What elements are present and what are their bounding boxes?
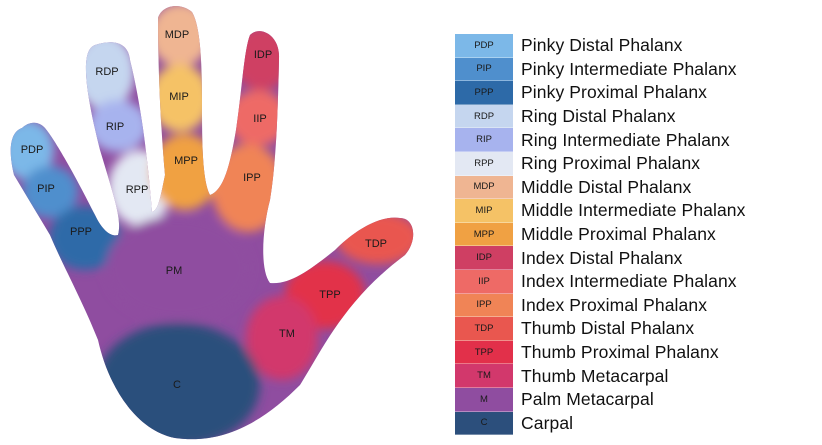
middle-intermediate-region (150, 64, 210, 132)
label-ring-intermediate: RIP (106, 121, 124, 133)
legend-label-palm-metacarpal: Palm Metacarpal (521, 389, 654, 410)
legend-swatch-pinky-proximal: PPP (455, 81, 513, 105)
label-ring-proximal: RPP (126, 184, 149, 196)
ring-intermediate-region (88, 100, 148, 152)
thumb-metacarpal-region (246, 296, 318, 380)
label-middle-distal: MDP (165, 29, 189, 41)
legend-item-index-distal: IDP Index Distal Phalanx (455, 246, 746, 270)
index-intermediate-region (228, 90, 288, 146)
legend-item-middle-proximal: MPP Middle Proximal Phalanx (455, 222, 746, 247)
legend-label-ring-distal: Ring Distal Phalanx (521, 106, 676, 127)
legend-swatch-thumb-proximal: TPP (455, 340, 513, 365)
legend-item-index-proximal: IPP Index Proximal Phalanx (455, 293, 746, 318)
legend-label-index-proximal: Index Proximal Phalanx (521, 294, 708, 315)
legend-item-thumb-distal: TDP Thumb Distal Phalanx (455, 317, 746, 341)
label-thumb-proximal: TPP (319, 289, 340, 301)
legend-item-index-intermediate: IIP Index Intermediate Phalanx (455, 269, 746, 294)
pinky-intermediate-region (22, 166, 78, 218)
hand-diagram: PDP PIP PPP RDP RIP RPP MDP MIP MPP IDP … (10, 6, 414, 440)
label-middle-intermediate: MIP (169, 91, 189, 103)
label-thumb-metacarpal: TM (279, 328, 295, 340)
legend-label-index-distal: Index Distal Phalanx (521, 247, 683, 268)
legend-item-palm-metacarpal: M Palm Metacarpal (455, 387, 746, 412)
legend-label-thumb-proximal: Thumb Proximal Phalanx (521, 342, 719, 363)
legend-swatch-carpal: C (455, 411, 513, 436)
legend-label-middle-proximal: Middle Proximal Phalanx (521, 224, 716, 245)
legend-swatch-thumb-metacarpal: TM (455, 364, 513, 388)
legend-label-middle-distal: Middle Distal Phalanx (521, 176, 692, 197)
legend-item-thumb-metacarpal: TM Thumb Metacarpal (455, 364, 746, 388)
label-middle-proximal: MPP (174, 155, 198, 167)
pinky-distal-region (10, 120, 54, 180)
legend-item-middle-intermediate: MIP Middle Intermediate Phalanx (455, 199, 746, 223)
legend-item-middle-distal: MDP Middle Distal Phalanx (455, 175, 746, 200)
legend-swatch-middle-proximal: MPP (455, 222, 513, 247)
legend-item-carpal: C Carpal (455, 411, 746, 436)
legend-item-pinky-intermediate: PIP Pinky Intermediate Phalanx (455, 57, 746, 82)
legend-item-ring-intermediate: RIP Ring Intermediate Phalanx (455, 128, 746, 152)
palm-metacarpal-region (106, 216, 250, 320)
legend-label-middle-intermediate: Middle Intermediate Phalanx (521, 200, 746, 221)
legend-swatch-pinky-distal: PDP (455, 34, 513, 58)
legend-swatch-thumb-distal: TDP (455, 317, 513, 341)
legend-label-pinky-proximal: Pinky Proximal Phalanx (521, 82, 708, 103)
label-index-distal: IDP (254, 49, 272, 61)
legend-item-pinky-distal: PDP Pinky Distal Phalanx (455, 34, 746, 58)
legend-swatch-ring-distal: RDP (455, 104, 513, 129)
legend-swatch-index-intermediate: IIP (455, 269, 513, 294)
label-pinky-intermediate: PIP (37, 183, 55, 195)
label-palm-metacarpal: PM (166, 265, 183, 277)
label-index-proximal: IPP (243, 172, 261, 184)
legend-label-ring-proximal: Ring Proximal Phalanx (521, 153, 701, 174)
middle-proximal-region (151, 134, 219, 210)
legend-swatch-index-proximal: IPP (455, 293, 513, 318)
legend-item-thumb-proximal: TPP Thumb Proximal Phalanx (455, 340, 746, 365)
label-thumb-distal: TDP (365, 238, 387, 250)
legend-label-pinky-intermediate: Pinky Intermediate Phalanx (521, 58, 737, 79)
middle-distal-region (150, 6, 210, 67)
legend-label-index-intermediate: Index Intermediate Phalanx (521, 271, 737, 292)
label-index-intermediate: IIP (253, 113, 266, 125)
legend-swatch-ring-proximal: RPP (455, 151, 513, 176)
hand-color-regions (10, 6, 414, 440)
ring-distal-region (75, 34, 135, 110)
legend-swatch-ring-intermediate: RIP (455, 128, 513, 152)
legend-label-carpal: Carpal (521, 412, 574, 433)
hand-abbreviation-labels: PDP PIP PPP RDP RIP RPP MDP MIP MPP IDP … (21, 29, 387, 391)
legend-swatch-middle-distal: MDP (455, 175, 513, 200)
label-ring-distal: RDP (95, 66, 118, 78)
legend-label-thumb-metacarpal: Thumb Metacarpal (521, 365, 669, 386)
label-pinky-distal: PDP (21, 144, 44, 156)
legend-item-ring-distal: RDP Ring Distal Phalanx (455, 104, 746, 129)
label-carpal: C (173, 379, 181, 391)
legend-label-pinky-distal: Pinky Distal Phalanx (521, 35, 683, 56)
legend-item-pinky-proximal: PPP Pinky Proximal Phalanx (455, 81, 746, 105)
legend-swatch-middle-intermediate: MIP (455, 199, 513, 223)
legend-label-thumb-distal: Thumb Distal Phalanx (521, 318, 695, 339)
label-pinky-proximal: PPP (70, 226, 92, 238)
legend-item-ring-proximal: RPP Ring Proximal Phalanx (455, 151, 746, 176)
carpal-region (96, 323, 260, 440)
legend-swatch-index-distal: IDP (455, 246, 513, 270)
legend-label-ring-intermediate: Ring Intermediate Phalanx (521, 129, 730, 150)
index-proximal-region (212, 144, 284, 232)
legend-swatch-pinky-intermediate: PIP (455, 57, 513, 82)
legend-swatch-palm-metacarpal: M (455, 387, 513, 412)
